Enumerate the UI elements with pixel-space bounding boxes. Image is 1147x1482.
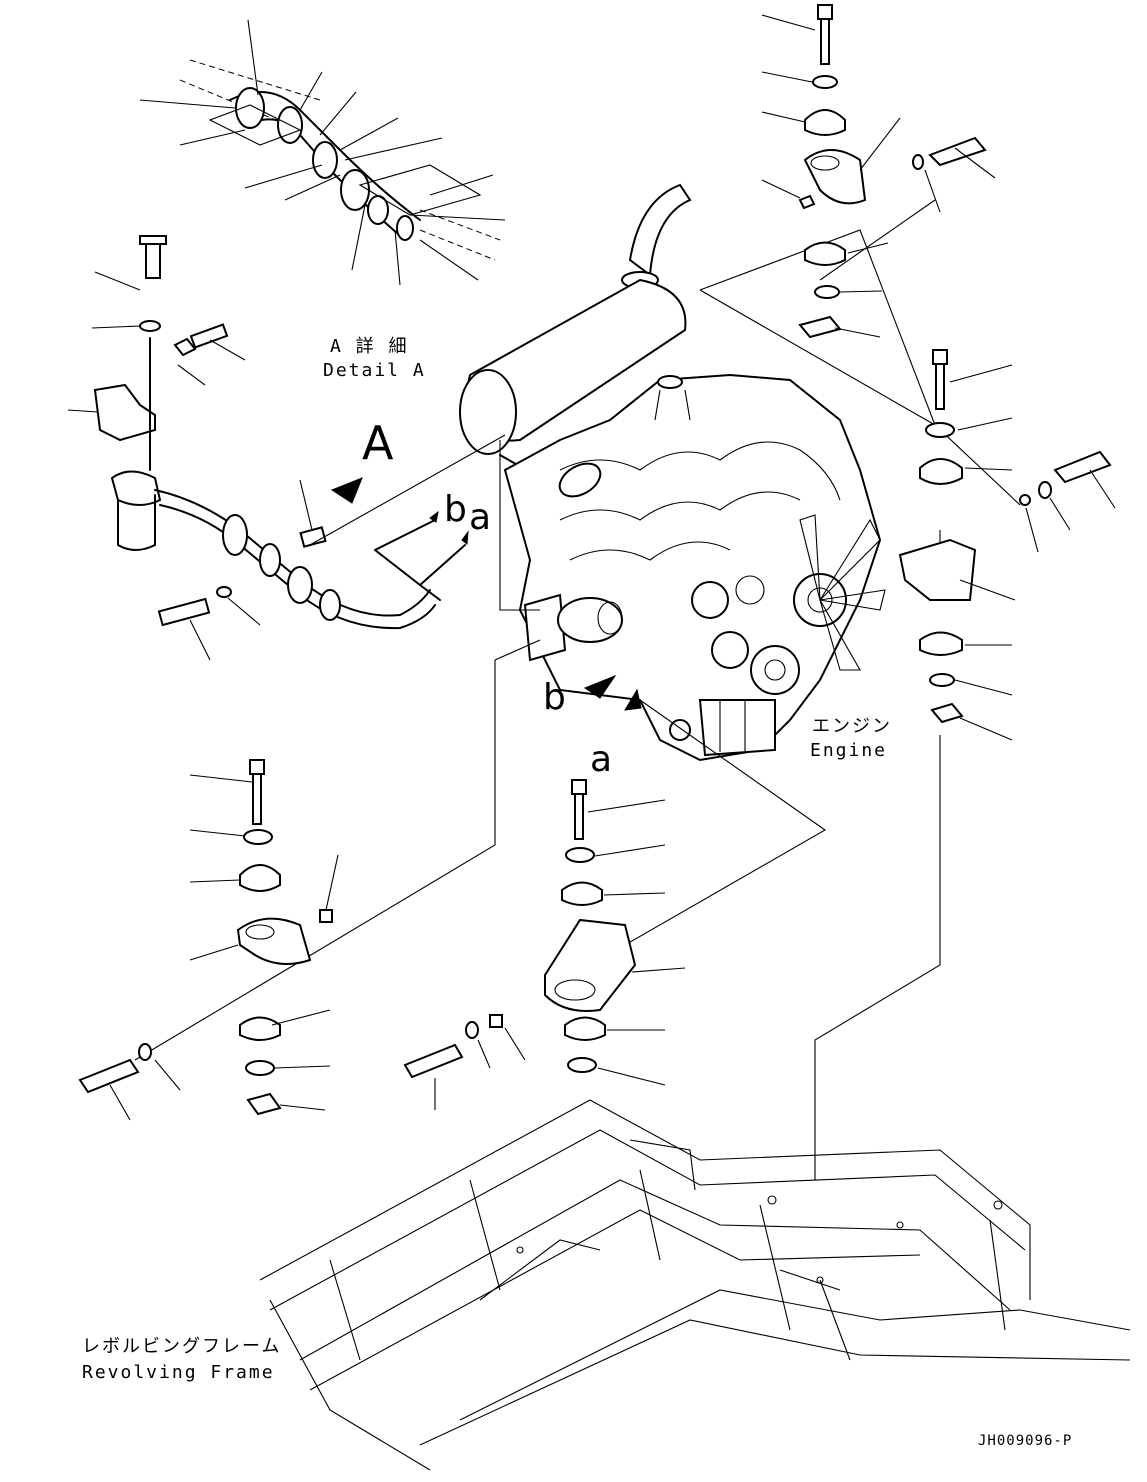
drawing-number-label: JH009096-P <box>978 1433 1073 1449</box>
lower-center-mount-parts <box>403 779 686 1110</box>
callout-b-label: b <box>543 677 566 718</box>
right-mount-parts <box>898 349 1116 741</box>
top-right-mount-parts <box>761 4 996 339</box>
detail-a-hose-drawing <box>139 19 506 286</box>
detail-a-english-label: Detail A <box>323 360 426 381</box>
reference-lines <box>134 199 1021 1180</box>
revolving-frame-drawing <box>259 1099 1131 1471</box>
detail-a-japanese-label: A 詳 細 <box>330 336 409 357</box>
callout-a-label-lower: a <box>590 739 613 780</box>
revolving-frame-japanese-label: レボルビングフレーム <box>82 1336 282 1357</box>
engine-japanese-label: エンジン <box>812 716 892 737</box>
engine-drawing <box>503 373 886 762</box>
engine-english-label: Engine <box>810 740 888 761</box>
revolving-frame-english-label: Revolving Frame <box>82 1362 275 1383</box>
lower-left-mount-parts <box>78 759 339 1121</box>
callout-b-top-label: b <box>444 489 467 530</box>
callout-a-label: A <box>362 416 394 470</box>
left-hose-assembly-drawing <box>67 235 469 661</box>
callout-a-top-label: a <box>469 497 492 538</box>
muffler-drawing <box>459 183 692 476</box>
